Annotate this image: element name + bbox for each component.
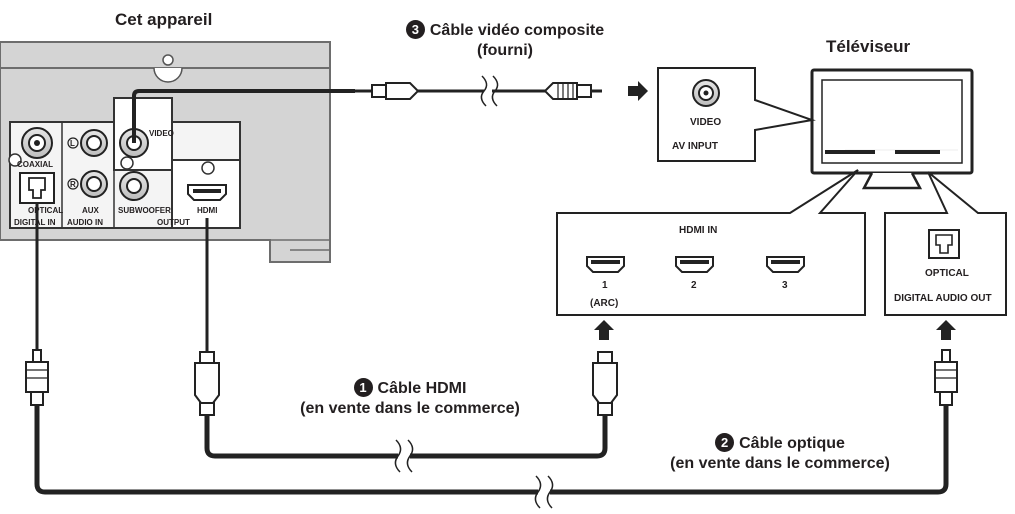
tv-hdmi-port-3 xyxy=(766,256,805,273)
aux-l-label: L xyxy=(70,139,75,148)
device-title: Cet appareil xyxy=(115,10,213,29)
video-port-label: VIDEO xyxy=(149,129,174,138)
output-label: OUTPUT xyxy=(157,218,190,227)
hdmi-up-arrow-icon xyxy=(594,320,614,340)
optical-cable xyxy=(25,203,958,509)
tv-icon xyxy=(810,68,974,190)
aux-jacks xyxy=(67,129,108,198)
audio-in-label: AUDIO IN xyxy=(67,218,103,227)
hdmi-in-title: HDMI IN xyxy=(679,225,718,236)
hdmi-in-port-1-label: 1 xyxy=(602,280,608,291)
tv-hdmi-in-callout xyxy=(556,169,866,316)
coaxial-jack xyxy=(21,127,53,159)
digital-in-label: DIGITAL IN xyxy=(14,218,56,227)
cable-number-1: 1 xyxy=(353,378,373,397)
tv-title: Téléviseur xyxy=(826,37,911,56)
tv-hdmi-port-2 xyxy=(675,256,714,273)
cable-number-3: 3 xyxy=(405,20,425,39)
subwoofer-jack xyxy=(119,171,149,201)
coaxial-label: COAXIAL xyxy=(17,160,53,169)
hdmi-cable xyxy=(194,218,618,473)
optical-up-arrow-icon xyxy=(936,320,956,340)
arc-label: (ARC) xyxy=(590,298,619,309)
hdmi-in-port-3-label: 3 xyxy=(782,280,788,291)
aux-label: AUX xyxy=(82,206,99,215)
cable-number-2: 2 xyxy=(715,433,735,452)
optical-port-label: OPTICAL xyxy=(28,206,64,215)
digital-audio-out-label: DIGITAL AUDIO OUT xyxy=(894,293,992,304)
av-video-label: VIDEO xyxy=(690,117,722,128)
aux-r-label: R xyxy=(70,180,76,189)
hdmi-port-label: HDMI xyxy=(197,206,218,215)
composite-arrow-icon xyxy=(628,81,648,101)
optical-input-jack xyxy=(19,172,55,204)
composite-video-cable xyxy=(132,75,602,143)
tv-hdmi-port-1 xyxy=(586,256,625,273)
hdmi-output-jack xyxy=(187,184,227,201)
av-input-label: AV INPUT xyxy=(672,141,718,152)
tv-optical-label: OPTICAL xyxy=(925,268,969,279)
hdmi-in-port-2-label: 2 xyxy=(691,280,697,291)
av-input-callout xyxy=(657,67,816,162)
tv-digital-audio-out-callout xyxy=(884,171,1007,316)
subwoofer-label: SUBWOOFER xyxy=(118,206,171,215)
